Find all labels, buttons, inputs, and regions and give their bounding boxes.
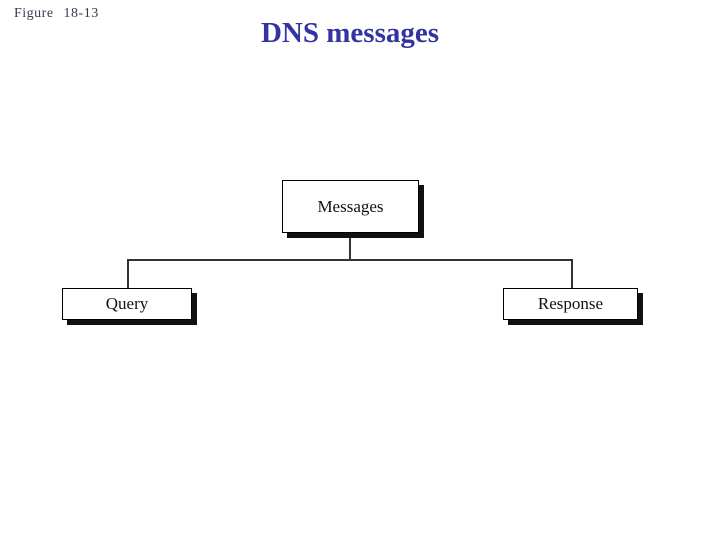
slide-title: DNS messages xyxy=(260,17,440,49)
connector-horizontal xyxy=(127,259,573,261)
node-messages-label: Messages xyxy=(317,196,384,216)
figure-label: Figure 18-13 xyxy=(14,6,99,21)
node-response: Response xyxy=(503,288,638,320)
connector-root-vertical xyxy=(349,238,351,260)
node-query: Query xyxy=(62,288,192,320)
node-response-label: Response xyxy=(537,294,604,313)
node-query-label: Query xyxy=(105,294,149,313)
node-messages: Messages xyxy=(282,180,419,233)
connector-left-vertical xyxy=(127,260,129,288)
connector-right-vertical xyxy=(571,260,573,288)
